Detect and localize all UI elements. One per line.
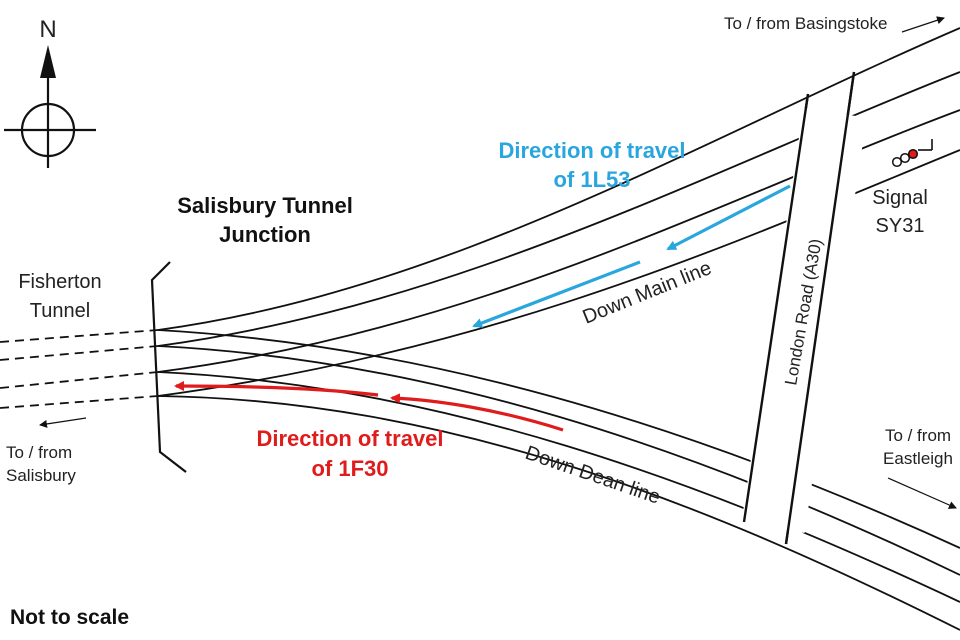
tunnel-portal (150, 261, 187, 473)
salisbury-label-line2: Salisbury (6, 466, 76, 485)
eastleigh-tracks (157, 329, 960, 631)
fisherton-tunnel-line1: Fisherton (18, 271, 101, 293)
signal-label-line1: Signal (872, 187, 928, 209)
north-compass-icon (4, 45, 96, 168)
junction-name-line1: Salisbury Tunnel (177, 193, 353, 218)
basingstoke-direction-arrow (901, 16, 945, 33)
direction-1l53-line1: Direction of travel (498, 138, 685, 163)
tunnel-dashed-tracks (0, 329, 159, 409)
down-main-line-label: Down Main line (580, 257, 715, 329)
salisbury-direction-arrow (39, 417, 87, 428)
junction-name-line2: Junction (219, 222, 311, 247)
london-road-bridge (741, 71, 867, 545)
not-to-scale-note: Not to scale (10, 606, 129, 629)
signal-sy31-icon (891, 139, 933, 168)
basingstoke-label: To / from Basingstoke (724, 14, 887, 33)
direction-1f30-line1: Direction of travel (256, 426, 443, 451)
signal-label-line2: SY31 (876, 215, 925, 237)
down-dean-line-label: Down Dean line (522, 442, 663, 509)
direction-1l53-line2: of 1L53 (553, 167, 630, 192)
north-label: N (39, 16, 56, 43)
route-1l53-arrows (472, 184, 791, 328)
eastleigh-direction-arrow (887, 477, 957, 509)
eastleigh-label-line2: Eastleigh (883, 449, 953, 468)
salisbury-label-line1: To / from (6, 443, 72, 462)
route-1f30-arrows (174, 381, 564, 432)
fisherton-tunnel-line2: Tunnel (30, 300, 90, 322)
eastleigh-label-line1: To / from (885, 426, 951, 445)
direction-1f30-line2: of 1F30 (311, 456, 388, 481)
